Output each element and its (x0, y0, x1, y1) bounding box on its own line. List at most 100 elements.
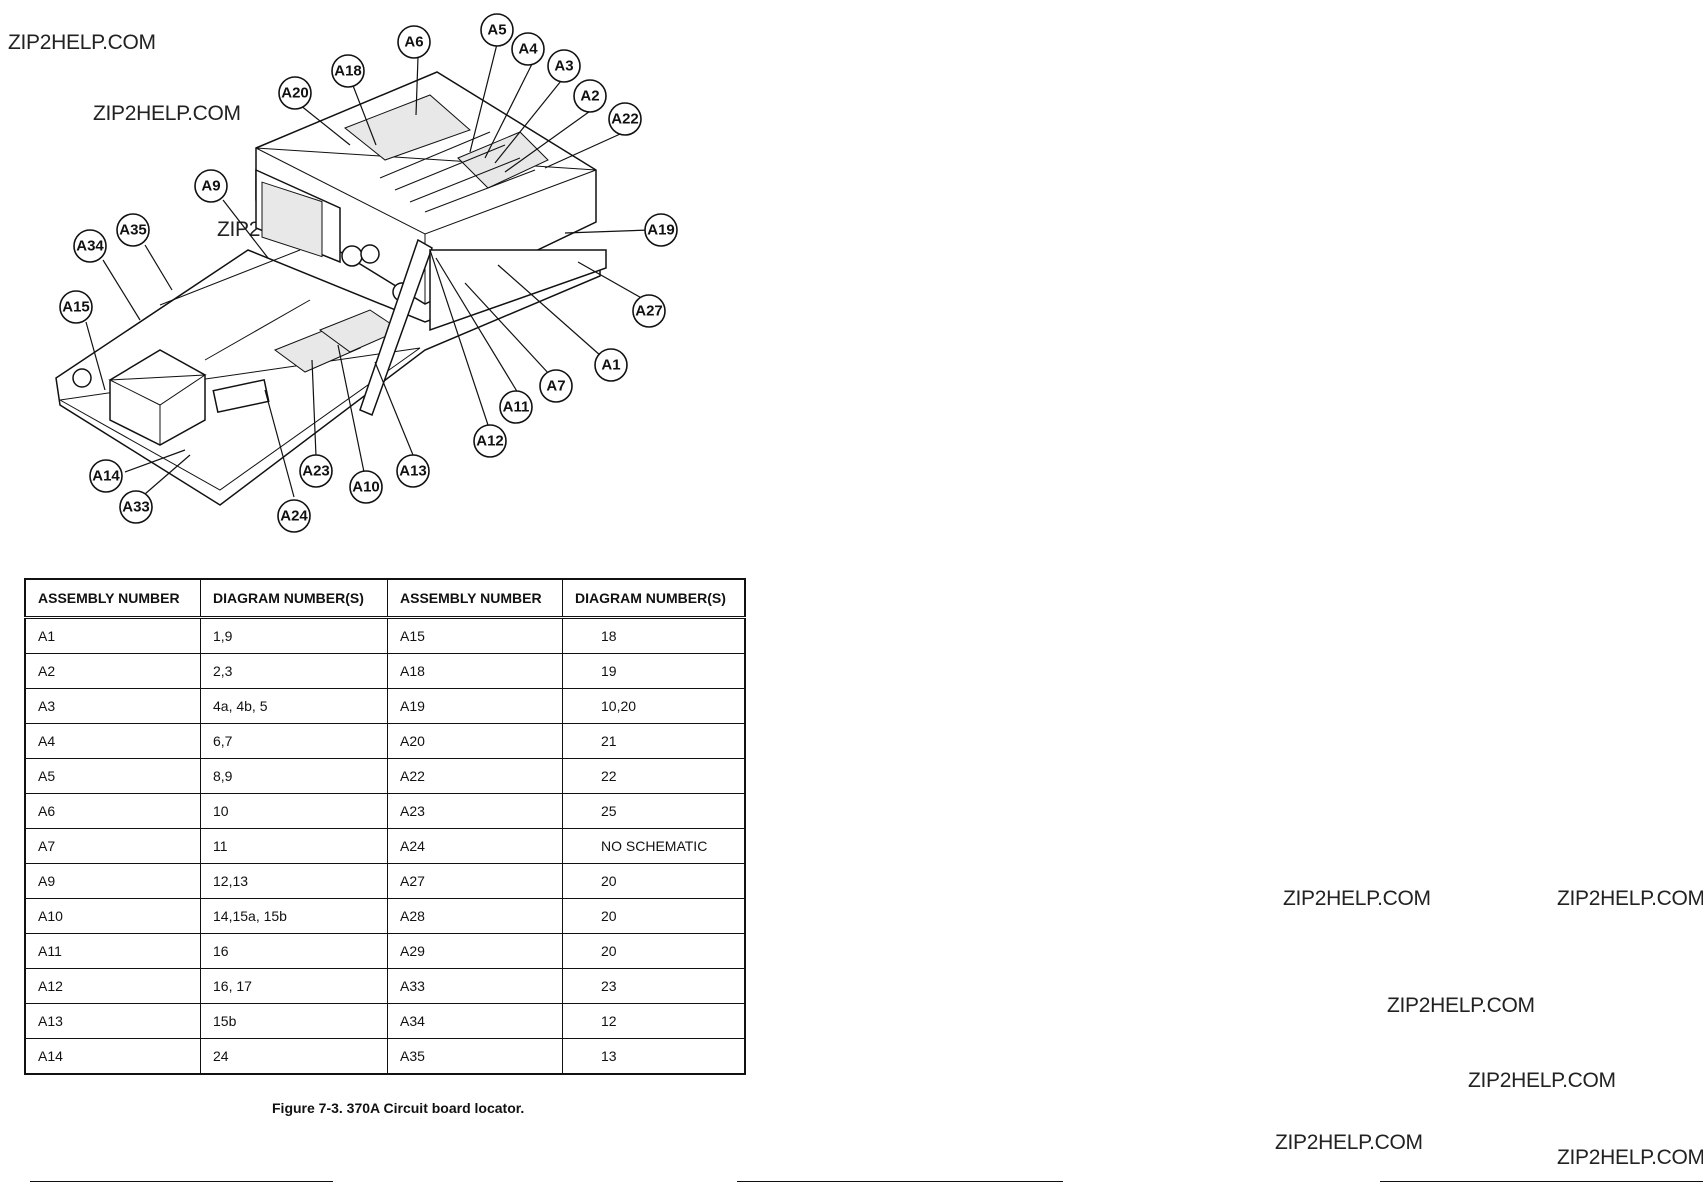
callout-a7: A7 (539, 369, 573, 403)
table-cell: A5 (24, 758, 201, 794)
circuit-board-locator-figure: A5 A6 A4 A3 A18 A20 A2 A22 A9 A19 A35 A3… (55, 13, 678, 533)
table-cell: 1,9 (200, 617, 388, 654)
callout-a11: A11 (499, 390, 533, 424)
table-cell: 6,7 (200, 723, 388, 759)
svg-text:A11: A11 (503, 399, 530, 416)
column-header-assembly-number: ASSEMBLY NUMBER (24, 578, 201, 619)
table-cell: 2,3 (200, 653, 388, 689)
watermark-text: ZIP2HELP.COM (8, 31, 156, 54)
table-cell: 22 (562, 758, 746, 794)
table-cell: A13 (24, 1003, 201, 1039)
svg-text:A1: A1 (601, 357, 620, 374)
svg-text:A13: A13 (399, 463, 427, 480)
callout-a15: A15 (59, 290, 93, 324)
table-cell: 19 (562, 653, 746, 689)
table-cell: 25 (562, 793, 746, 829)
table-cell: 16, 17 (200, 968, 388, 1004)
column-header-assembly-number: ASSEMBLY NUMBER (387, 578, 563, 619)
callout-a23: A23 (299, 454, 333, 488)
svg-text:A7: A7 (546, 378, 565, 395)
table-cell: 10,20 (562, 688, 746, 724)
svg-text:A22: A22 (611, 111, 639, 128)
table-cell: 20 (562, 933, 746, 969)
callout-a35: A35 (116, 213, 150, 247)
callout-a19: A19 (644, 213, 678, 247)
table-cell: A35 (387, 1038, 563, 1075)
table-cell: A14 (24, 1038, 201, 1075)
svg-text:A14: A14 (92, 468, 120, 485)
table-cell: 11 (200, 828, 388, 864)
table-cell: 24 (200, 1038, 388, 1075)
table-cell: 14,15a, 15b (200, 898, 388, 934)
table-cell: A15 (387, 617, 563, 654)
table-header-row: ASSEMBLY NUMBER DIAGRAM NUMBER(S) ASSEMB… (24, 578, 746, 619)
svg-text:A15: A15 (62, 299, 90, 316)
watermark-text: ZIP2HELP.COM (1468, 1069, 1616, 1092)
svg-text:A6: A6 (404, 34, 423, 51)
table-cell: A12 (24, 968, 201, 1004)
table-cell: 4a, 4b, 5 (200, 688, 388, 724)
table-cell: A18 (387, 653, 563, 689)
assembly-diagram-table: ASSEMBLY NUMBER DIAGRAM NUMBER(S) ASSEMB… (24, 578, 746, 1075)
table-cell: A10 (24, 898, 201, 934)
table-cell: A1 (24, 617, 201, 654)
svg-text:A20: A20 (281, 85, 309, 102)
column-header-diagram-numbers: DIAGRAM NUMBER(S) (562, 578, 746, 619)
instrument-chassis (55, 71, 607, 506)
svg-text:A2: A2 (580, 88, 599, 105)
table-cell: A3 (24, 688, 201, 724)
callout-a14: A14 (89, 459, 123, 493)
svg-text:A3: A3 (554, 58, 573, 75)
watermark-text: ZIP2HELP.COM (1387, 994, 1535, 1017)
callout-a10: A10 (349, 470, 383, 504)
table-cell: 16 (200, 933, 388, 969)
table-cell: A11 (24, 933, 201, 969)
svg-text:A19: A19 (647, 222, 675, 239)
table-cell: A24 (387, 828, 563, 864)
callout-a3: A3 (547, 49, 581, 83)
column-header-diagram-numbers: DIAGRAM NUMBER(S) (200, 578, 388, 619)
table-cell: A22 (387, 758, 563, 794)
table-cell: 21 (562, 723, 746, 759)
callout-a1: A1 (594, 348, 628, 382)
page-divider (30, 1181, 333, 1182)
svg-text:A27: A27 (635, 303, 663, 320)
svg-text:A33: A33 (122, 499, 150, 516)
table-cell: 18 (562, 617, 746, 654)
svg-text:A18: A18 (334, 63, 362, 80)
table-cell: 12,13 (200, 863, 388, 899)
table-cell: NO SCHEMATIC (562, 828, 746, 864)
callout-a34: A34 (73, 229, 107, 263)
table-cell: 20 (562, 863, 746, 899)
table-cell: A23 (387, 793, 563, 829)
svg-text:A24: A24 (280, 508, 308, 525)
svg-text:A10: A10 (352, 479, 380, 496)
table-cell: 13 (562, 1038, 746, 1075)
callout-a9: A9 (194, 169, 228, 203)
watermark-text: ZIP2HELP.COM (1557, 887, 1703, 910)
svg-text:A23: A23 (302, 463, 330, 480)
table-cell: 12 (562, 1003, 746, 1039)
table-cell: A6 (24, 793, 201, 829)
callout-a2: A2 (573, 79, 607, 113)
leader-lines (85, 43, 651, 498)
callout-a27: A27 (632, 294, 666, 328)
callout-a22: A22 (608, 102, 642, 136)
callout-a5: A5 (480, 13, 514, 47)
callout-a13: A13 (396, 454, 430, 488)
table-cell: A34 (387, 1003, 563, 1039)
table-cell: A2 (24, 653, 201, 689)
svg-text:A34: A34 (76, 238, 104, 255)
table-cell: A27 (387, 863, 563, 899)
